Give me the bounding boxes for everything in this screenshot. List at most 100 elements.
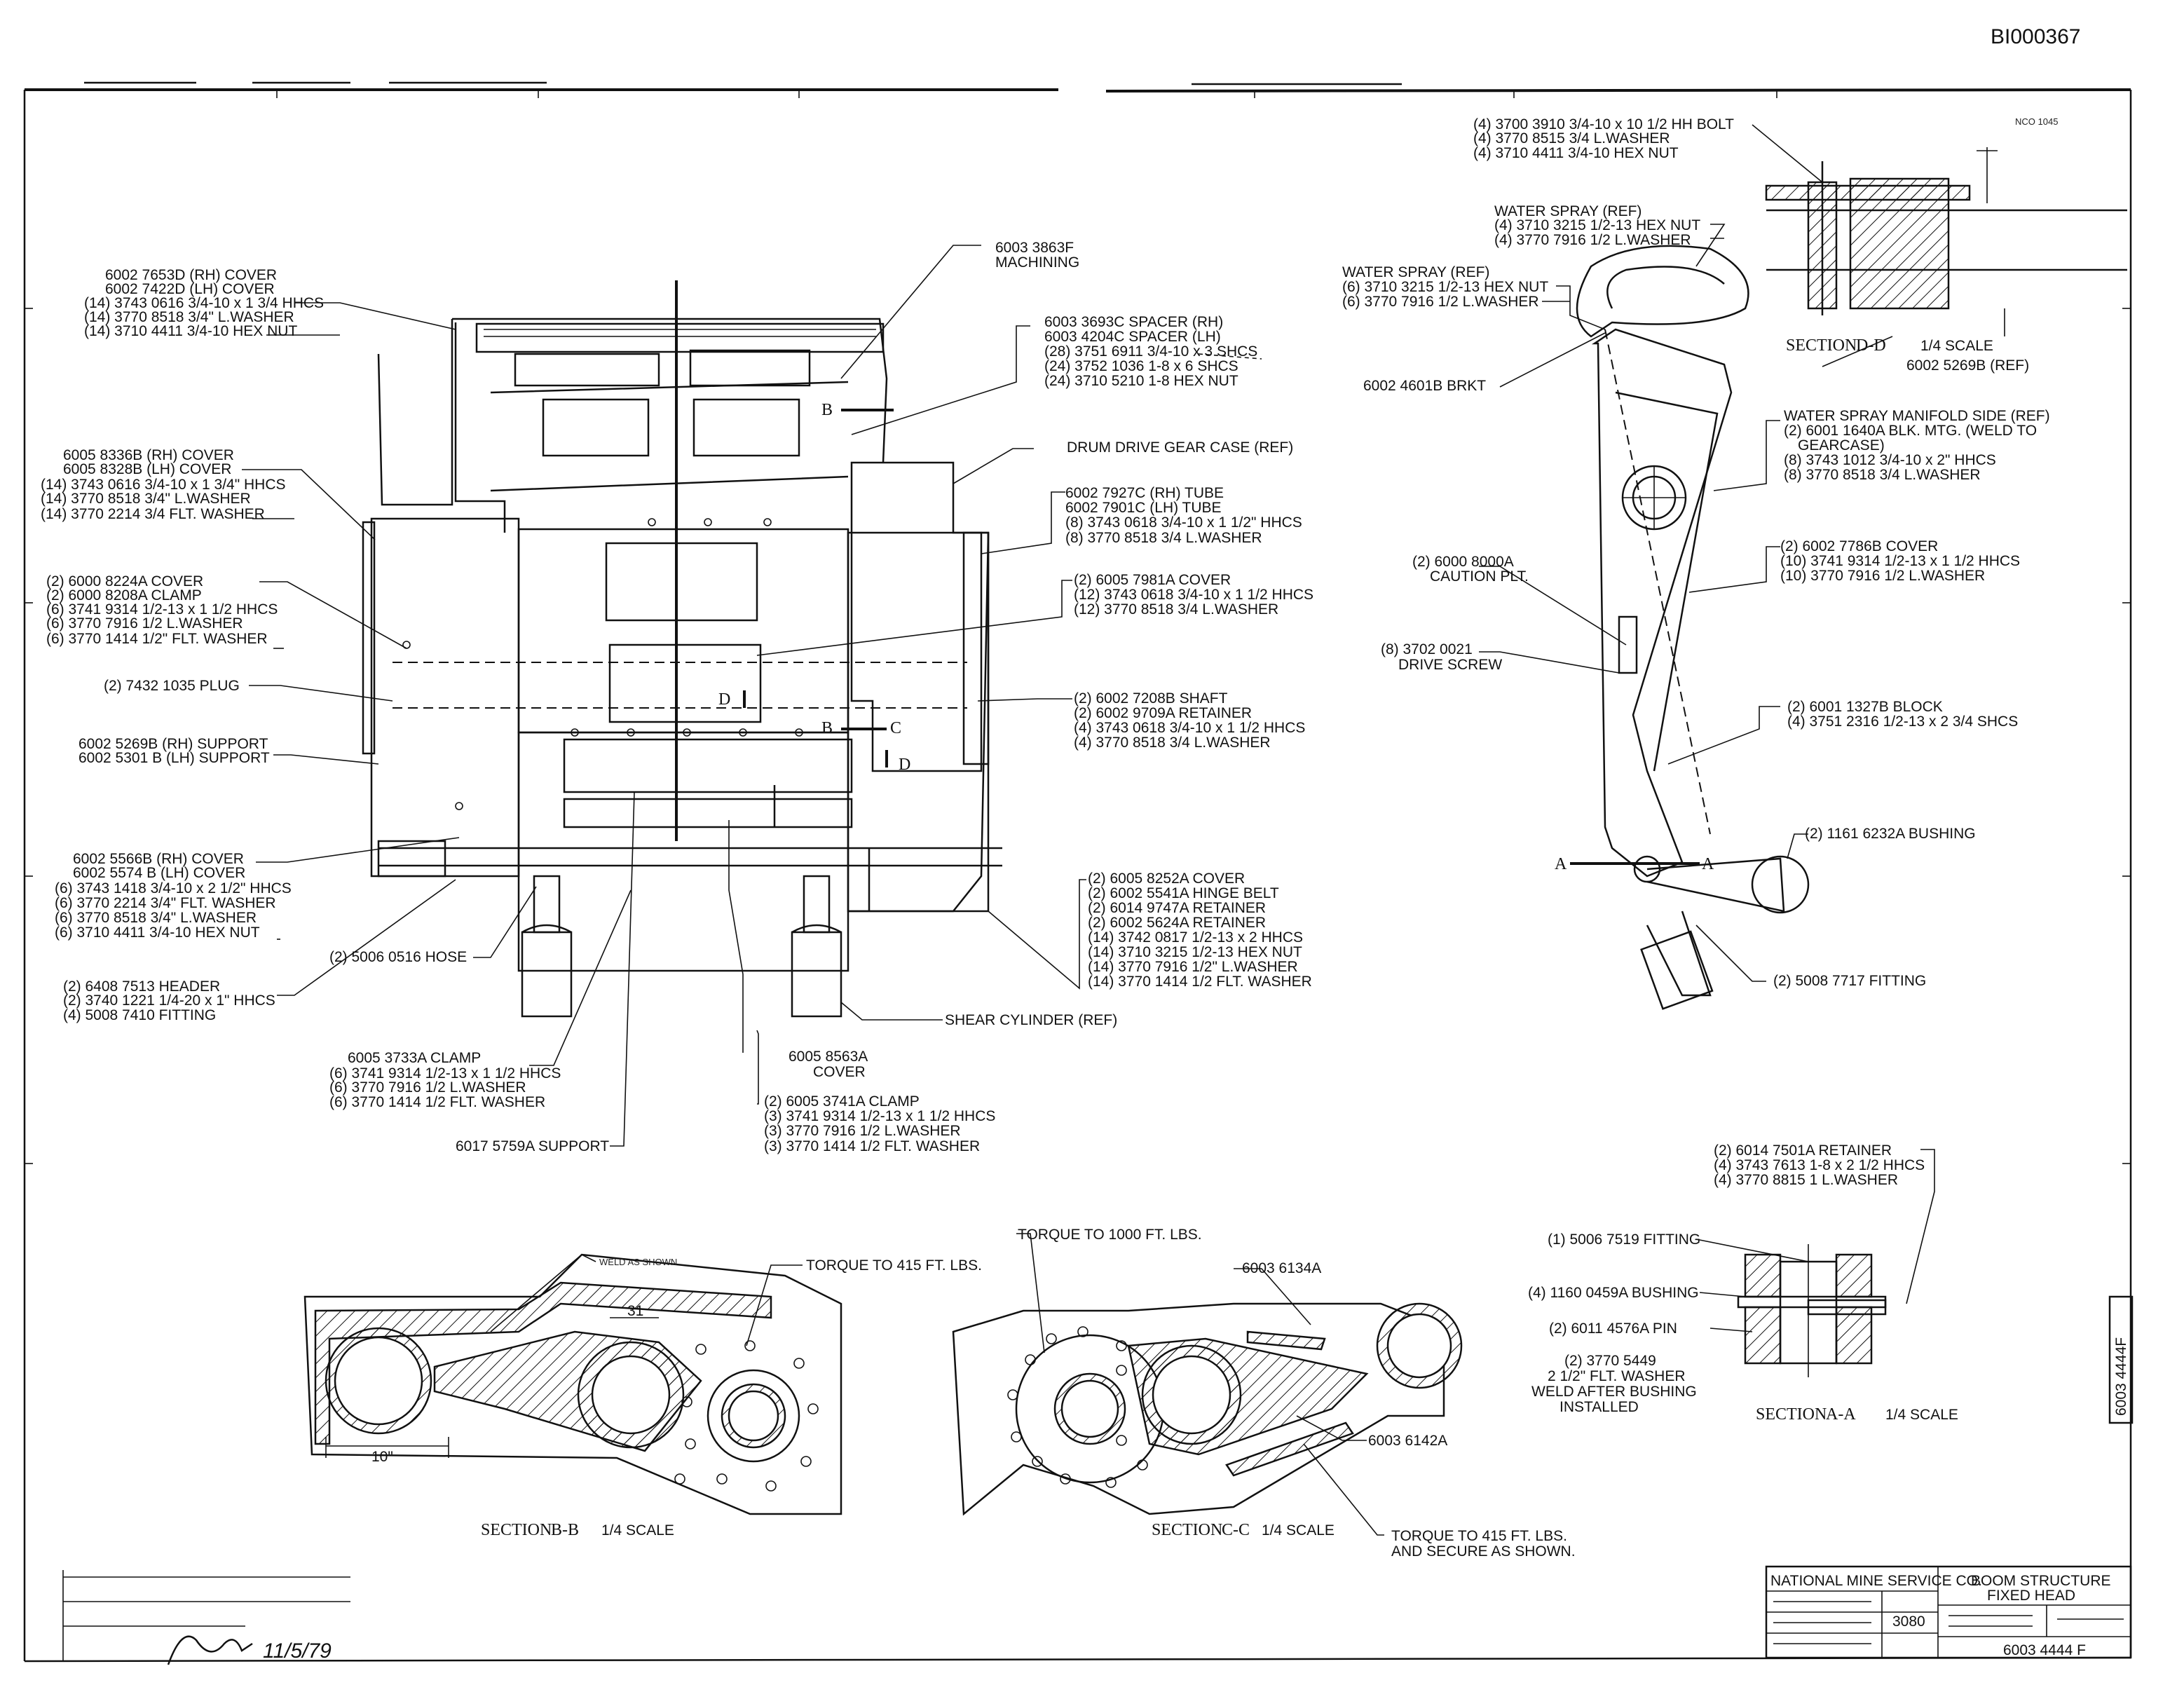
- side-view: A A: [1555, 245, 1810, 1010]
- label-clamp-6: 6005 3733A CLAMP: [348, 1050, 481, 1066]
- label-fltwasher-9: (3) 3770 1414 1/2 FLT. WASHER: [764, 1138, 980, 1154]
- label-lh-tube: 6002 7901C (LH) TUBE: [1065, 500, 1222, 516]
- document-id: BI000367: [1991, 25, 2080, 48]
- side-tab: 6003 4444F: [2108, 1295, 2134, 1424]
- label-retainer-13: (2) 6002 9709A RETAINER: [1074, 705, 1252, 721]
- section-a-a-view: SECTION A-A 1/4 SCALE: [1737, 1244, 1958, 1424]
- label-shcs-r6: (4) 3751 2316 1/2-13 x 2 3/4 SHCS: [1787, 714, 2018, 730]
- label-cover-8: COVER: [813, 1064, 866, 1080]
- label-fltwasher-4: (6) 3770 2214 3/4" FLT. WASHER: [55, 895, 276, 911]
- label-lwasher-4: (6) 3770 8518 3/4" L.WASHER: [55, 910, 257, 926]
- label-hexnut-r3: (6) 3710 3215 1/2-13 HEX NUT: [1342, 279, 1548, 295]
- label-installed: INSTALLED: [1559, 1399, 1639, 1415]
- label-lwasher-r9: (4) 3770 8815 1 L.WASHER: [1714, 1172, 1898, 1188]
- label-fltwasher-2: (14) 3770 2214 3/4 FLT. WASHER: [41, 506, 265, 522]
- label-hhcs-9: (3) 3741 9314 1/2-13 x 1 1/2 HHCS: [764, 1108, 995, 1124]
- label-lwasher-r4: (8) 3770 8518 3/4 L.WASHER: [1784, 467, 1981, 483]
- label-lwasher-r5: (10) 3770 7916 1/2 L.WASHER: [1780, 568, 1985, 584]
- section-d-d-word: SECTION: [1786, 336, 1857, 355]
- corner-mark: NCO 1045: [2015, 116, 2058, 127]
- label-hhcs-13: (4) 3743 0618 3/4-10 x 1 1/2 HHCS: [1074, 720, 1305, 736]
- section-a-a-scale: 1/4 SCALE: [1885, 1407, 1958, 1423]
- label-gearcase: GEARCASE): [1798, 437, 1885, 453]
- label-rh-cover-1: 6002 7653D (RH) COVER: [105, 267, 277, 283]
- label-hinge-belt: (2) 6002 5541A HINGE BELT: [1088, 885, 1279, 901]
- label-pin: (2) 6011 4576A PIN: [1549, 1321, 1677, 1337]
- label-weld-note: WELD AFTER BUSHING: [1531, 1384, 1697, 1400]
- label-cover-3: (2) 6000 8224A COVER: [46, 573, 203, 589]
- label-hhcs-1: (14) 3743 0616 3/4-10 x 1 3/4 HHCS: [84, 295, 324, 311]
- main-view-leaders: [242, 245, 1262, 1147]
- label-clamp-3: (2) 6000 8208A CLAMP: [46, 587, 202, 603]
- section-b-b-word: SECTION: [481, 1521, 552, 1539]
- label-lh-cover-1: 6002 7422D (LH) COVER: [105, 281, 275, 297]
- label-retainer-14a: (2) 6014 9747A RETAINER: [1088, 900, 1266, 916]
- label-torque-415-c: TORQUE TO 415 FT. LBS.: [1391, 1528, 1567, 1544]
- label-rh-cover-4: 6002 5566B (RH) COVER: [73, 851, 244, 867]
- label-hhcs-r5: (10) 3741 9314 1/2-13 x 1 1/2 HHCS: [1780, 553, 2020, 569]
- section-c-c-letters: C-C: [1222, 1521, 1250, 1539]
- section-d-d-view: SECTION D-D 1/4 SCALE: [1765, 147, 2127, 355]
- label-rh-cover-2: 6005 8336B (RH) COVER: [63, 447, 234, 463]
- dim-10in: 10": [371, 1449, 393, 1465]
- sheet-border: [23, 81, 2132, 1663]
- section-marker-a-side: A A: [1555, 855, 1714, 873]
- side-view-leaders: [1479, 124, 1935, 1332]
- label-lwasher-r3: (6) 3770 7916 1/2 L.WASHER: [1342, 294, 1539, 310]
- title-company: NATIONAL MINE SERVICE CO.: [1770, 1573, 1982, 1589]
- label-caution-code: (2) 6000 8000A: [1412, 554, 1514, 570]
- section-a-a-word: SECTION: [1756, 1405, 1827, 1424]
- label-hh-bolt: (4) 3700 3910 3/4-10 x 10 1/2 HH BOLT: [1473, 116, 1734, 132]
- label-machining-code: 6003 3863F: [995, 240, 1074, 256]
- label-hexnut-1: (14) 3710 4411 3/4-10 HEX NUT: [84, 323, 297, 339]
- label-fltwasher-14: (14) 3770 1414 1/2 FLT. WASHER: [1088, 974, 1312, 990]
- section-d-d-scale: 1/4 SCALE: [1920, 338, 1993, 354]
- section-b-b-scale: 1/4 SCALE: [601, 1522, 674, 1539]
- label-retainer-r9: (2) 6014 7501A RETAINER: [1714, 1142, 1892, 1159]
- label-shaft: (2) 6002 7208B SHAFT: [1074, 690, 1228, 707]
- label-washer: 2 1/2" FLT. WASHER: [1548, 1368, 1686, 1384]
- svg-text:A: A: [1702, 855, 1714, 873]
- label-cover-8-code: 6005 8563A: [789, 1049, 868, 1065]
- side-view-labels: (4) 3700 3910 3/4-10 x 10 1/2 HH BOLT (4…: [1342, 116, 2050, 1415]
- label-cover-12: (2) 6005 7981A COVER: [1074, 572, 1231, 588]
- svg-text:C: C: [890, 719, 901, 737]
- section-marker-b-top: B: [821, 401, 894, 419]
- svg-text:B: B: [821, 719, 833, 737]
- label-drive-screw-code: (8) 3702 0021: [1381, 641, 1473, 657]
- svg-text:B: B: [821, 401, 833, 419]
- main-view-labels: 6002 7653D (RH) COVER 6002 7422D (LH) CO…: [41, 240, 1313, 1154]
- label-bushing-r10: (4) 1160 0459A BUSHING: [1528, 1285, 1699, 1301]
- label-fltwasher-6: (6) 3770 1414 1/2 FLT. WASHER: [329, 1094, 545, 1110]
- section-marker-b-c: B C: [821, 719, 901, 737]
- dim-31: 31: [627, 1303, 643, 1319]
- label-support-7: 6017 5759A SUPPORT: [456, 1138, 609, 1154]
- label-hose: (2) 5006 0516 HOSE: [329, 949, 467, 965]
- section-marker-d-left: D: [718, 690, 746, 709]
- label-hhcs-4: (6) 3743 1418 3/4-10 x 2 1/2" HHCS: [55, 880, 292, 896]
- section-a-a-letters: A-A: [1826, 1405, 1856, 1424]
- label-fltwasher-3: (6) 3770 1414 1/2" FLT. WASHER: [46, 631, 268, 647]
- label-hhcs-12: (12) 3743 0618 3/4-10 x 1 1/2 HHCS: [1074, 587, 1313, 603]
- label-retainer-14b: (2) 6002 5624A RETAINER: [1088, 915, 1266, 931]
- svg-text:A: A: [1555, 855, 1567, 873]
- section-marker-d-right: D: [885, 750, 910, 774]
- label-caution-plate: CAUTION PLT.: [1430, 568, 1529, 585]
- label-shcs-10: (28) 3751 6911 3/4-10 x 3 SHCS: [1044, 343, 1257, 360]
- label-blk-mtg: (2) 6001 1640A BLK. MTG. (WELD TO: [1784, 423, 2037, 439]
- label-lwasher-9: (3) 3770 7916 1/2 L.WASHER: [764, 1123, 961, 1139]
- title-model: 3080: [1892, 1614, 1925, 1630]
- label-shear-cylinder: SHEAR CYLINDER (REF): [945, 1012, 1117, 1028]
- section-c-c-view: TORQUE TO 1000 FT. LBS. 6003 6134A 6003 …: [952, 1227, 1576, 1560]
- label-lwasher-6: (6) 3770 7916 1/2 L.WASHER: [329, 1079, 526, 1096]
- label-part-6134a: 6003 6134A: [1242, 1260, 1321, 1276]
- label-hexnut-r2: (4) 3710 3215 1/2-13 HEX NUT: [1494, 217, 1700, 233]
- label-fitting-r10: (1) 5006 7519 FITTING: [1548, 1232, 1700, 1248]
- label-lwasher-12: (12) 3770 8518 3/4 L.WASHER: [1074, 601, 1278, 618]
- label-lwasher-2: (14) 3770 8518 3/4" L.WASHER: [41, 491, 251, 507]
- label-hhcs-r9: (4) 3743 7613 1-8 x 2 1/2 HHCS: [1714, 1157, 1925, 1173]
- label-lwasher-11: (8) 3770 8518 3/4 L.WASHER: [1065, 530, 1262, 546]
- label-hhcs-5: (2) 3740 1221 1/4-20 x 1" HHCS: [63, 992, 275, 1009]
